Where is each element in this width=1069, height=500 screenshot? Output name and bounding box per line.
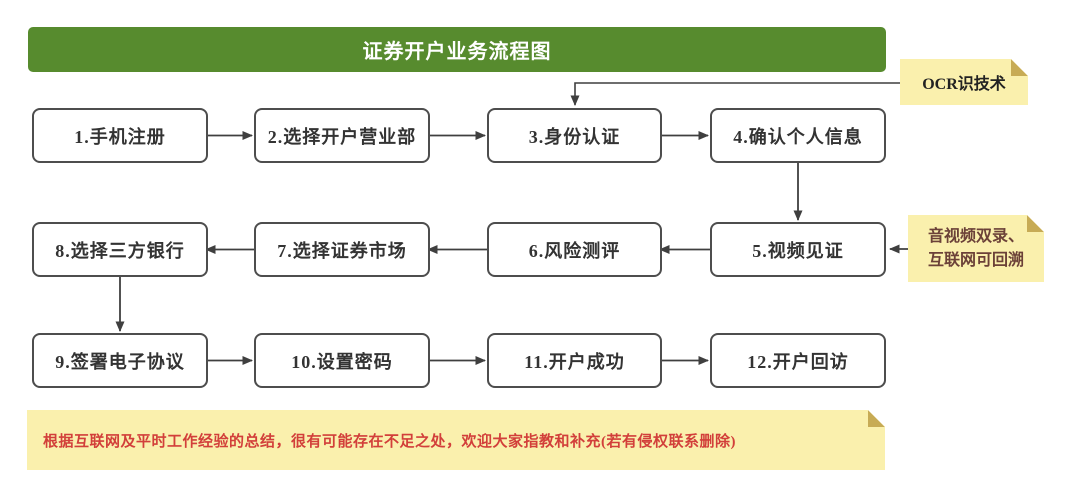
ocr-note-label: OCR识技术 xyxy=(922,76,1006,93)
sticky-note-disclaimer: 根据互联网及平时工作经验的总结，很有可能存在不足之处，欢迎大家指教和补充(若有侵… xyxy=(27,410,885,470)
sticky-note-av: 音视频双录、 互联网可回溯 xyxy=(908,215,1044,282)
step-box-12: 12.开户回访 xyxy=(710,333,886,388)
folded-corner-icon xyxy=(1011,59,1028,76)
step-box-6: 6.风险测评 xyxy=(487,222,662,277)
disclaimer-text: 根据互联网及平时工作经验的总结，很有可能存在不足之处，欢迎大家指教和补充(若有侵… xyxy=(43,433,736,450)
title-banner: 证券开户业务流程图 xyxy=(28,27,886,72)
step-box-3: 3.身份认证 xyxy=(487,108,662,163)
av-note-line2: 互联网可回溯 xyxy=(927,251,1024,269)
step-box-4: 4.确认个人信息 xyxy=(710,108,886,163)
page-title: 证券开户业务流程图 xyxy=(362,41,552,63)
av-note-line1: 音视频双录、 xyxy=(927,228,1024,246)
step-box-9: 9.签署电子协议 xyxy=(32,333,208,388)
sticky-note-ocr: OCR识技术 xyxy=(900,59,1028,105)
folded-corner-icon xyxy=(868,410,885,427)
step-box-11: 11.开户成功 xyxy=(487,333,662,388)
step-box-1: 1.手机注册 xyxy=(32,108,208,163)
step-box-7: 7.选择证券市场 xyxy=(254,222,430,277)
step-box-5: 5.视频见证 xyxy=(710,222,886,277)
folded-corner-icon xyxy=(1027,215,1044,232)
step-box-2: 2.选择开户营业部 xyxy=(254,108,430,163)
step-box-8: 8.选择三方银行 xyxy=(32,222,208,277)
step-box-10: 10.设置密码 xyxy=(254,333,430,388)
